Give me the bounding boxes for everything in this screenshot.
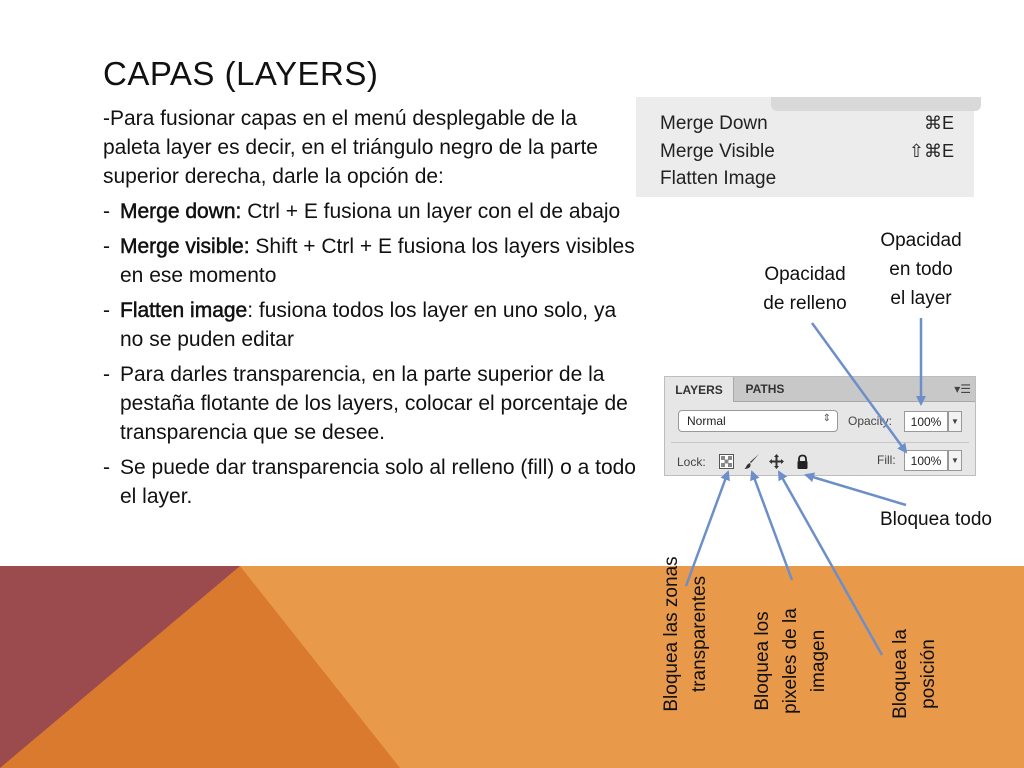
annotation-line: Bloquea las zonas bbox=[661, 556, 682, 712]
tab-layers[interactable]: LAYERS bbox=[665, 377, 734, 402]
menu-item-label: Merge Down bbox=[660, 112, 768, 134]
menu-item-shortcut: ⇧⌘E bbox=[908, 141, 954, 161]
fill-dropdown-icon[interactable]: ▼ bbox=[948, 450, 962, 471]
tab-paths[interactable]: PATHS bbox=[745, 382, 785, 396]
bullet-text: Ctrl + E fusiona un layer con el de abaj… bbox=[241, 200, 621, 223]
menu-item-label: Flatten Image bbox=[660, 167, 777, 189]
annotation-line: Bloquea los bbox=[752, 611, 773, 711]
lock-all-icon[interactable] bbox=[794, 453, 811, 470]
bullet-keyword: Merge visible: bbox=[120, 235, 250, 259]
annotation-line: transparentes bbox=[689, 575, 710, 693]
annotation-line: de relleno bbox=[763, 293, 847, 314]
bullet-keyword: Flatten image bbox=[120, 299, 248, 323]
bullet-fill-transparency: -Se puede dar transparencia solo al rell… bbox=[103, 453, 638, 511]
bullet-text: : fusiona todos los layer en uno solo, y… bbox=[120, 299, 617, 351]
slide-title: CAPAS (LAYERS) bbox=[103, 55, 379, 92]
opacity-label: Opacity: bbox=[848, 414, 893, 428]
panel-divider bbox=[671, 442, 969, 443]
blend-mode-value: Normal bbox=[687, 414, 726, 428]
menu-item-merge-visible[interactable]: Merge Visible ⇧⌘E bbox=[660, 138, 954, 165]
bullet-transparency: -Para darles transparencia, en la parte … bbox=[103, 360, 638, 447]
annotation-opacidad-todo: Opacidad en todo el layer bbox=[862, 226, 980, 313]
slide-body: -Para fusionar capas en el menú desplega… bbox=[103, 104, 638, 517]
intro-paragraph: -Para fusionar capas en el menú desplega… bbox=[103, 107, 598, 188]
maroon-triangle bbox=[0, 566, 240, 768]
fill-label: Fill: bbox=[877, 453, 896, 467]
merge-menu-screenshot: Merge Down ⌘E Merge Visible ⇧⌘E Flatten … bbox=[636, 97, 981, 197]
annotation-bloquea-pixeles: Bloquea los pixeles de la imagen bbox=[749, 601, 833, 721]
menu-background-ghost bbox=[771, 97, 981, 111]
lock-image-pixels-icon[interactable] bbox=[743, 453, 760, 470]
bullet-text: Se puede dar transparencia solo al relle… bbox=[120, 456, 636, 508]
annotation-line: pixeles de la bbox=[780, 608, 801, 714]
bullet-dash: - bbox=[103, 456, 110, 479]
bullet-dash: - bbox=[103, 235, 110, 258]
annotation-line: posición bbox=[918, 639, 939, 709]
lock-transparent-pixels-icon[interactable] bbox=[718, 453, 735, 470]
bullet-merge-visible: -Merge visible: Shift + Ctrl + E fusiona… bbox=[103, 232, 638, 290]
annotation-bloquea-posicion: Bloquea la posición bbox=[887, 619, 943, 729]
annotation-bloquea-todo: Bloquea todo bbox=[880, 509, 992, 530]
annotation-line: imagen bbox=[808, 629, 829, 693]
opacity-input[interactable]: 100% bbox=[904, 411, 948, 432]
bullet-dash: - bbox=[103, 363, 110, 386]
annotation-line: el layer bbox=[890, 288, 952, 309]
lock-position-icon[interactable] bbox=[768, 453, 785, 470]
bullet-dash: - bbox=[103, 200, 110, 223]
bullet-text: Shift + Ctrl + E fusiona los layers visi… bbox=[120, 235, 635, 287]
bullet-text: Para darles transparencia, en la parte s… bbox=[120, 363, 628, 444]
menu-item-flatten-image[interactable]: Flatten Image bbox=[660, 165, 954, 192]
annotation-line: Opacidad bbox=[764, 264, 846, 285]
menu-item-label: Merge Visible bbox=[660, 140, 775, 162]
menu-item-merge-down[interactable]: Merge Down ⌘E bbox=[660, 110, 954, 137]
lock-label: Lock: bbox=[677, 455, 706, 469]
layers-panel: LAYERS PATHS ▾☰ Normal ⇕ Opacity: 100% ▼… bbox=[664, 376, 976, 476]
select-arrows-icon: ⇕ bbox=[822, 413, 831, 424]
layers-tab-bar: LAYERS PATHS ▾☰ bbox=[665, 377, 975, 402]
panel-menu-icon[interactable]: ▾☰ bbox=[954, 382, 971, 396]
annotation-line: Opacidad bbox=[880, 230, 962, 251]
bullet-merge-down: -Merge down: Ctrl + E fusiona un layer c… bbox=[103, 197, 638, 226]
annotation-line: Bloquea la bbox=[890, 629, 911, 719]
fill-input[interactable]: 100% bbox=[904, 450, 948, 471]
bullet-keyword: Merge down: bbox=[120, 200, 242, 224]
dark-orange-triangle bbox=[0, 566, 400, 768]
bullet-dash: - bbox=[103, 299, 110, 322]
menu-item-shortcut: ⌘E bbox=[923, 113, 954, 133]
annotation-opacidad-relleno: Opacidad de relleno bbox=[747, 260, 863, 318]
annotation-bloquea-transparentes: Bloquea las zonas transparentes bbox=[658, 544, 714, 724]
annotation-line: en todo bbox=[889, 259, 953, 280]
bullet-flatten-image: -Flatten image: fusiona todos los layer … bbox=[103, 296, 638, 354]
opacity-dropdown-icon[interactable]: ▼ bbox=[948, 411, 962, 432]
blend-mode-select[interactable]: Normal ⇕ bbox=[678, 410, 838, 432]
